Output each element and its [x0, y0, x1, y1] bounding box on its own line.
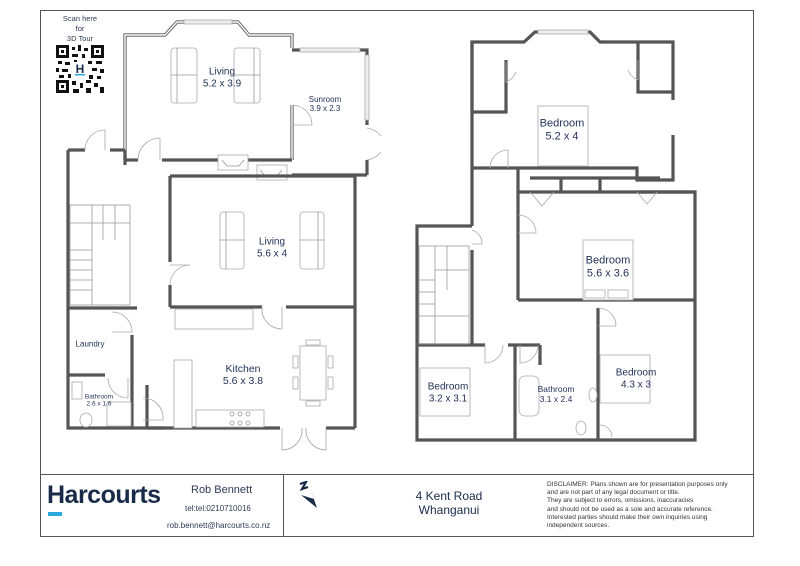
ground-floor-plan	[66, 19, 382, 451]
first-floor-plan	[415, 29, 697, 442]
agent-name: Rob Bennett	[191, 484, 253, 496]
svg-text:H: H	[76, 62, 85, 76]
ground-floor-walls	[66, 148, 357, 430]
qr-caption-line1: Scan here	[62, 14, 98, 23]
qr-caption-line2: for	[75, 24, 85, 33]
qr-caption-line3: 3D Tour	[66, 34, 94, 43]
room-label-bathroom-ground: Bathroom 2.6 x 1.6	[84, 393, 114, 408]
agent-email[interactable]: rob.bennett@harcourts.co.nz	[167, 521, 271, 530]
address-line2: Whanganui	[418, 503, 480, 517]
room-label-living-main: Living 5.6 x 4	[256, 236, 288, 260]
qr-caption: Scan here for 3D Tour	[54, 14, 106, 44]
furniture-ground	[71, 47, 334, 429]
qr-code-icon[interactable]: H	[56, 45, 104, 93]
living-room-upper-walls	[123, 19, 294, 162]
staircase-ground	[69, 204, 131, 306]
room-label-laundry: Laundry	[75, 339, 105, 349]
title-block: Harcourts Rob Bennett tel:tel:0210710016…	[40, 474, 754, 537]
room-label-kitchen: Kitchen 5.6 x 3.8	[222, 362, 264, 387]
agent-phone[interactable]: tel:tel:0210710016	[185, 504, 251, 513]
north-arrow-icon	[299, 481, 317, 508]
doors-first	[471, 60, 658, 438]
room-label-bedroom-2: Bedroom 5.6 x 3.6	[585, 254, 631, 279]
property-address: 4 Kent Road Whanganui	[389, 489, 509, 517]
room-label-bathroom-first: Bathroom 3.1 x 2.4	[537, 384, 575, 404]
footer-divider	[283, 475, 284, 536]
furniture-first	[419, 105, 651, 436]
room-label-bedroom-4: Bedroom 4.3 x 3	[615, 367, 657, 391]
room-label-living-upper: Living 5.2 x 3.9	[202, 66, 242, 90]
brand-accent-bar	[48, 512, 62, 516]
brand-logo: Harcourts	[47, 481, 161, 509]
doors-ground	[84, 104, 327, 451]
room-label-bedroom-1: Bedroom 5.2 x 4	[539, 117, 585, 142]
room-label-sunroom: Sunroom 3.9 x 2.3	[308, 94, 342, 113]
disclaimer: DISCLAIMER: Plans shown are for presenta…	[547, 481, 728, 530]
address-line1: 4 Kent Road	[415, 489, 483, 503]
room-label-bedroom-3: Bedroom 3.2 x 3.1	[427, 381, 469, 405]
staircase-first	[418, 245, 470, 345]
first-floor-walls	[415, 30, 697, 442]
